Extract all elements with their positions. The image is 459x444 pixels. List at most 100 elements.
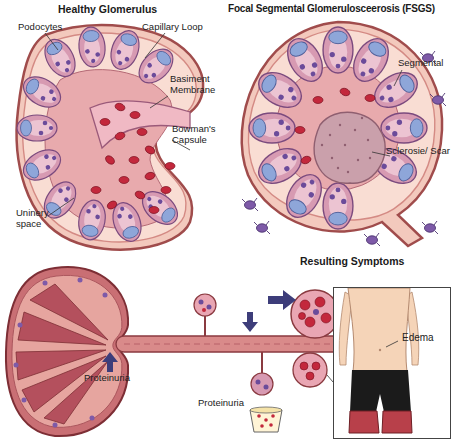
protein-dot (257, 414, 261, 418)
section-title: Resulting Symptoms (300, 256, 450, 267)
healthy-glomerulus (76, 198, 109, 242)
sclerosis-scar (314, 112, 385, 183)
protein-dot (269, 423, 273, 427)
healthy-glomerulus (130, 112, 140, 119)
glomerulus-cells (299, 313, 306, 320)
scar-texture (339, 124, 341, 126)
glomerulus-dot (14, 278, 108, 428)
glomerulus-cells (299, 297, 332, 327)
fsgs-glomerulus (295, 127, 305, 134)
healthy-glomerulus (106, 199, 118, 210)
flow-arrow (268, 290, 296, 310)
symptom-label: Proteinuria (198, 398, 268, 409)
tubule-lumen (124, 344, 336, 345)
tubule (116, 336, 342, 352)
scar-texture (321, 144, 323, 146)
protein-dot (260, 424, 264, 428)
healthy-glomerulus (18, 144, 66, 187)
fsgs-glomerulus (364, 233, 380, 246)
healthy-glomerulus (106, 27, 144, 73)
fsgs-glomerulus (365, 95, 375, 102)
scar-texture (321, 117, 371, 173)
part-label: Sclerosie/ Scar (386, 146, 458, 157)
glomerulus-dot (90, 416, 95, 421)
healthy-glomerulus (114, 102, 126, 112)
fsgs-glomerulus (242, 22, 446, 246)
glomerulus-dot (78, 278, 83, 283)
healthy-glomerulus (104, 154, 116, 166)
leader-line (372, 70, 402, 156)
protein-dot (264, 418, 268, 422)
healthy-glomerulus (114, 131, 126, 141)
leaking-bubble (251, 373, 273, 395)
healthy-glomerulus (136, 185, 183, 231)
part-label: Segmental (398, 58, 458, 69)
healthy-glomerulus (77, 26, 106, 68)
fsgs-glomerulus (339, 87, 351, 97)
healthy-glomerulus (137, 129, 147, 136)
kidney-section (199, 300, 204, 305)
torso (348, 288, 410, 372)
kidney-section (306, 372, 314, 380)
glomerulus-dot (43, 281, 48, 286)
healthy-glomerulus (17, 115, 57, 141)
kidney-section (300, 362, 320, 380)
leader-line (145, 33, 165, 58)
kidney-section (6, 267, 342, 436)
healthy-glomerulus (144, 144, 156, 155)
navel (379, 349, 381, 351)
healthy-glomerulus (149, 207, 159, 214)
fsgs-glomerulus (381, 113, 427, 143)
glomerulus-dot (14, 363, 19, 368)
glomerulus-dot (22, 398, 27, 403)
swollen-leg (382, 411, 412, 433)
fsgs-glomerulus (253, 142, 308, 191)
fsgs-glomerulus (242, 198, 258, 211)
kidney-section (313, 309, 319, 315)
leader-line (386, 341, 398, 347)
part-label: Bowman's Capsule (172, 124, 224, 145)
kidney-section (207, 305, 212, 310)
healthy-glomerulus (161, 187, 171, 194)
swollen-leg (349, 411, 379, 433)
scar-texture (354, 129, 356, 131)
renal-pyramid (44, 361, 108, 424)
node-text: Edema (402, 332, 434, 343)
shorts (350, 370, 411, 412)
drip-stalk (261, 352, 263, 374)
healthy-glomerulus (144, 171, 155, 180)
fsgs-glomerulus (422, 221, 438, 234)
kidney-section (312, 362, 320, 370)
flow-arrow (102, 352, 118, 372)
glomerulus-stalk (204, 316, 206, 336)
fsgs-glomerulus (300, 155, 312, 165)
glomerulus-cells (305, 317, 315, 327)
leader-line (45, 33, 58, 50)
healthy-glomerulus (18, 71, 66, 114)
kidney-section (300, 362, 308, 370)
leader-line (150, 96, 168, 108)
fsgs-glomerulus (313, 97, 323, 104)
edema-figure (333, 287, 451, 439)
fsgs-glomerulus (369, 66, 424, 115)
symptom-panel: Edema (333, 287, 451, 439)
panel-background (333, 287, 451, 439)
scar-texture (331, 157, 333, 159)
flow-arrow (102, 290, 296, 372)
scar-texture (369, 157, 371, 159)
part-label: Capillary Loop (142, 22, 222, 33)
healthy-glomerulus (134, 190, 146, 201)
part-label: Podocytes (18, 22, 88, 33)
lower-glomerulus (293, 353, 327, 387)
glomerulus-cells (315, 297, 325, 307)
small-glomerulus (194, 294, 216, 316)
healthy-glomerulus (91, 187, 101, 194)
healthy-glomerulus (39, 34, 82, 82)
kidney-section (202, 308, 206, 312)
kidney-cortex (12, 275, 122, 427)
renal-pyramid (16, 284, 108, 424)
kidney-section (256, 380, 261, 385)
